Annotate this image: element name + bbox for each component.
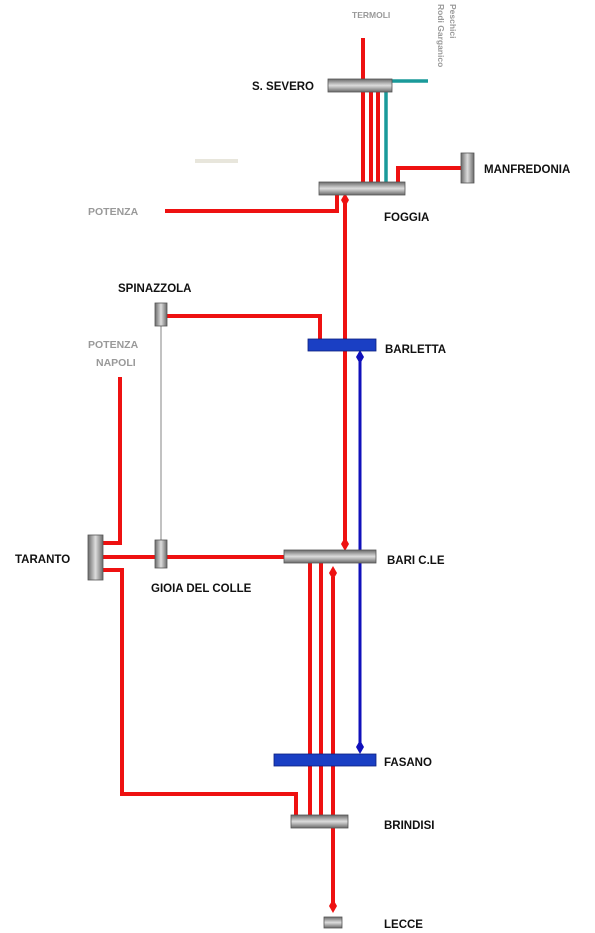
label-bari: BARI C.LE [387, 555, 445, 567]
red-lines [103, 38, 463, 908]
red-arrow-lecce [329, 899, 337, 913]
label-rodi-garganico: Rodi Garganico [436, 4, 446, 67]
label-barletta: BARLETTA [385, 344, 446, 356]
label-s-severo: S. SEVERO [252, 81, 314, 93]
label-termoli: TERMOLI [352, 10, 390, 20]
line-foggia-manfredonia [396, 166, 463, 183]
line-potenza-foggia [165, 194, 339, 213]
label-gioia-del-colle: GIOIA DEL COLLE [151, 583, 252, 595]
line-taranto-brindisi [103, 568, 298, 815]
label-taranto: TARANTO [15, 554, 70, 566]
blue-arrow-bottom [356, 740, 364, 754]
red-arrow-bari [341, 537, 349, 551]
node-foggia[interactable] [318, 181, 406, 196]
label-lecce: LECCE [384, 919, 423, 931]
node-s-severo[interactable] [327, 78, 393, 93]
node-barletta[interactable] [307, 338, 377, 352]
blue-arrow-top [356, 350, 364, 364]
label-potenza-napoli-1: POTENZA [88, 339, 139, 351]
red-arrow-foggia [341, 193, 349, 207]
label-manfredonia: MANFREDONIA [484, 164, 570, 176]
node-lecce[interactable] [323, 916, 343, 929]
label-potenza-foggia: POTENZA [88, 206, 139, 218]
label-spinazzola: SPINAZZOLA [118, 283, 191, 295]
node-gioia[interactable] [154, 539, 168, 569]
line-napoli-taranto [103, 377, 122, 545]
line-spinazzola-barletta [167, 314, 322, 339]
node-fasano[interactable] [273, 753, 377, 767]
label-fasano: FASANO [384, 757, 432, 769]
node-manfredonia[interactable] [460, 152, 475, 184]
node-spinazzola[interactable] [154, 302, 168, 327]
label-peschici: Peschici [448, 4, 458, 39]
red-arrow-bari-south [329, 566, 337, 580]
node-brindisi[interactable] [290, 814, 349, 829]
node-bari[interactable] [283, 549, 377, 564]
label-potenza-napoli-2: NAPOLI [96, 357, 136, 369]
node-taranto[interactable] [87, 534, 104, 581]
label-foggia: FOGGIA [384, 212, 429, 224]
label-brindisi: BRINDISI [384, 820, 434, 832]
